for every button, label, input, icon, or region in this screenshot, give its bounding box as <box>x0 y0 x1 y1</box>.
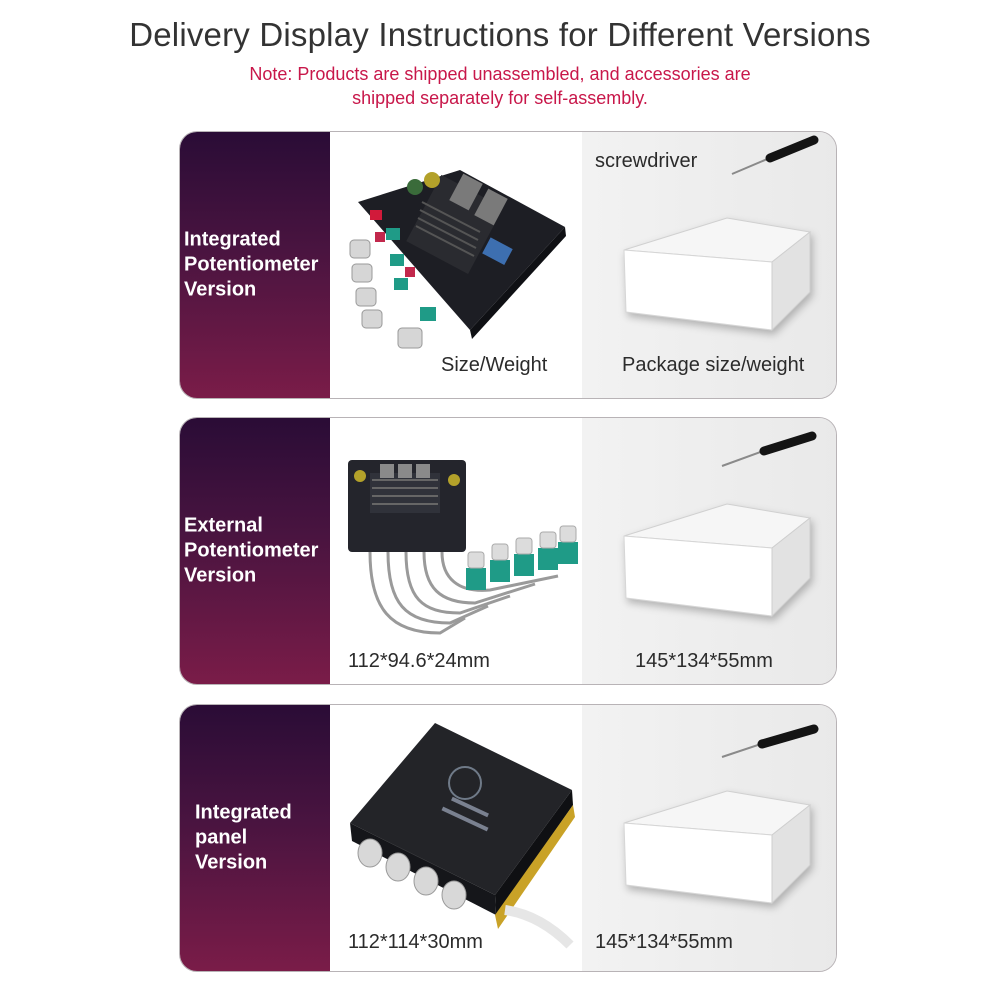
note-line-2: shipped separately for self-assembly. <box>352 88 648 108</box>
version-label-line: panel <box>195 826 248 849</box>
product-photo: Size/Weight <box>330 132 582 398</box>
screwdriver-icon <box>721 724 819 758</box>
package-box <box>623 217 812 332</box>
version-label-line: Potentiometer <box>184 539 319 562</box>
version-card-integrated-panel: Integrated panel Version 112*114*30mm <box>179 704 837 972</box>
product-photo: 112*114*30mm <box>330 705 582 971</box>
version-label-line: Potentiometer <box>184 253 319 276</box>
page-title: Delivery Display Instructions for Differ… <box>129 16 871 53</box>
package-size-caption: 145*134*55mm <box>595 931 733 953</box>
version-label-panel: Integrated Potentiometer Version <box>180 132 330 398</box>
shipping-note: Note: Products are shipped unassembled, … <box>0 62 1000 110</box>
size-weight-caption: Size/Weight <box>441 354 548 376</box>
size-caption: 112*114*30mm <box>348 931 483 953</box>
version-label: Integrated panel Version <box>195 801 292 876</box>
package-and-screwdriver-image <box>623 724 819 905</box>
package-photo: 145*134*55mm <box>582 705 836 971</box>
amplifier-board-with-cables-image <box>348 460 578 635</box>
version-card-integrated-potentiometer: Integrated Potentiometer Version <box>179 131 837 399</box>
version-label-panel: External Potentiometer Version <box>180 418 330 684</box>
screwdriver-icon <box>731 135 819 175</box>
version-label-line: Integrated <box>184 228 281 251</box>
amplifier-board-image <box>349 170 566 349</box>
amplifier-panel-image <box>350 723 575 949</box>
package-size-caption: 145*134*55mm <box>635 650 773 672</box>
version-label-line: Version <box>184 564 257 587</box>
package-photo: 145*134*55mm <box>582 418 836 684</box>
version-label: Integrated Potentiometer Version <box>184 228 318 303</box>
product-photo: 112*94.6*24mm <box>330 418 582 684</box>
version-card-external-potentiometer: External Potentiometer Version <box>179 417 837 685</box>
package-photo: screwdriver Package size/weight <box>582 132 836 398</box>
package-box <box>623 790 812 905</box>
package-and-screwdriver-image <box>623 135 819 332</box>
package-and-screwdriver-image <box>623 431 817 618</box>
version-label-panel: Integrated panel Version <box>180 705 330 971</box>
note-line-1: Note: Products are shipped unassembled, … <box>249 64 751 84</box>
version-label-line: External <box>184 514 263 537</box>
version-label-line: Integrated <box>195 801 292 824</box>
version-label-line: Version <box>184 278 257 301</box>
size-caption: 112*94.6*24mm <box>348 650 490 672</box>
version-label-line: Version <box>195 851 268 874</box>
accessory-label: screwdriver <box>595 150 698 172</box>
version-label: External Potentiometer Version <box>184 514 318 589</box>
package-box <box>623 503 812 618</box>
screwdriver-icon <box>721 431 817 467</box>
package-size-caption: Package size/weight <box>622 354 805 376</box>
